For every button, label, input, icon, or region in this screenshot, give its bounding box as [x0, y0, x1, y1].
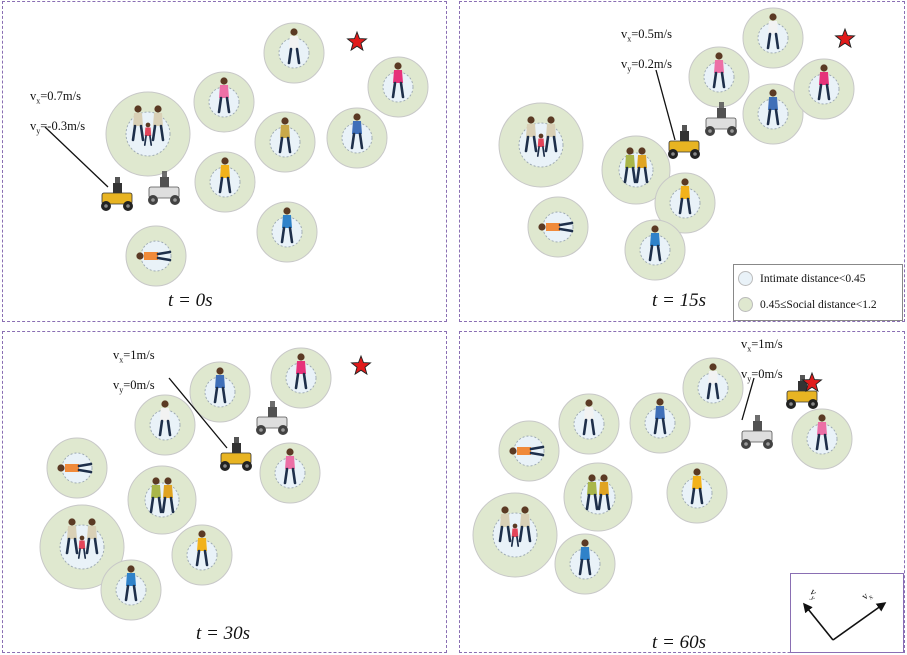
robot-ghost-icon: [704, 101, 738, 137]
intimate-zone: [681, 477, 713, 509]
intimate-zone: [209, 166, 241, 198]
velocity-label-t30: vx=1m/s vy=0m/s: [113, 348, 155, 394]
intimate-zone: [115, 574, 147, 606]
intimate-zone: [269, 126, 301, 158]
intimate-zone: [697, 372, 729, 404]
intimate-zone: [278, 37, 310, 69]
time-label-t30: t = 30s: [196, 623, 250, 644]
vx-value: =0.5m/s: [631, 27, 672, 41]
vx-value: =1m/s: [751, 337, 783, 351]
robot-ghost-icon: [255, 400, 289, 436]
intimate-zone: [186, 539, 218, 571]
intimate-zone: [808, 73, 840, 105]
star-icon: [801, 371, 823, 393]
robot-ghost-icon: [740, 414, 774, 450]
intimate-zone: [382, 71, 414, 103]
robot-icon: [100, 176, 134, 212]
intimate-zone: [569, 548, 601, 580]
vy-value: =0m/s: [751, 366, 783, 381]
axes-inset: vy vx: [790, 573, 904, 653]
legend-item-intimate: Intimate distance<0.45: [738, 271, 865, 286]
velocity-label-t15: vx=0.5m/s vy=0.2m/s: [621, 27, 672, 73]
intimate-zone: [669, 187, 701, 219]
star-icon: [350, 354, 372, 376]
vy-value: =0.2m/s: [631, 56, 672, 71]
social-zone-swatch: [738, 297, 753, 312]
velocity-label-t60: vx=1m/s vy=0m/s: [741, 337, 783, 383]
velocity-pointer-line: [44, 126, 109, 188]
intimate-zone: [644, 407, 676, 439]
velocity-pointer-line: [741, 377, 755, 421]
vy-value: =-0.3m/s: [40, 118, 86, 133]
legend: Intimate distance<0.45 0.45≤Social dista…: [733, 264, 903, 321]
star-icon: [346, 30, 368, 52]
intimate-zone: [757, 22, 789, 54]
intimate-zone: [757, 98, 789, 130]
legend-item-social: 0.45≤Social distance<1.2: [738, 297, 877, 312]
velocity-label-t0: vx=0.7m/s vy=-0.3m/s: [30, 89, 86, 135]
intimate-zone-swatch: [738, 271, 753, 286]
star-icon: [834, 27, 856, 49]
time-label-t60: t = 60s: [652, 632, 706, 653]
intimate-zone: [285, 362, 317, 394]
intimate-zone: [806, 423, 838, 455]
vy-value: =0m/s: [123, 377, 155, 392]
velocity-pointer-line: [655, 69, 676, 141]
intimate-zone: [639, 234, 671, 266]
velocity-pointer-line: [168, 377, 228, 449]
time-label-t0: t = 0s: [168, 290, 213, 311]
intimate-zone: [208, 86, 240, 118]
intimate-zone: [271, 216, 303, 248]
time-label-t15: t = 15s: [652, 290, 706, 311]
intimate-zone: [573, 408, 605, 440]
axes-arrows: [802, 602, 887, 641]
vx-value: =1m/s: [123, 348, 155, 362]
intimate-zone: [204, 376, 236, 408]
legend-label: 0.45≤Social distance<1.2: [760, 298, 877, 311]
vx-value: =0.7m/s: [40, 89, 81, 103]
intimate-zone: [274, 457, 306, 489]
intimate-zone: [703, 61, 735, 93]
intimate-zone: [149, 409, 181, 441]
intimate-zone: [341, 122, 373, 154]
robot-icon: [219, 436, 253, 472]
legend-label: Intimate distance<0.45: [760, 272, 866, 285]
